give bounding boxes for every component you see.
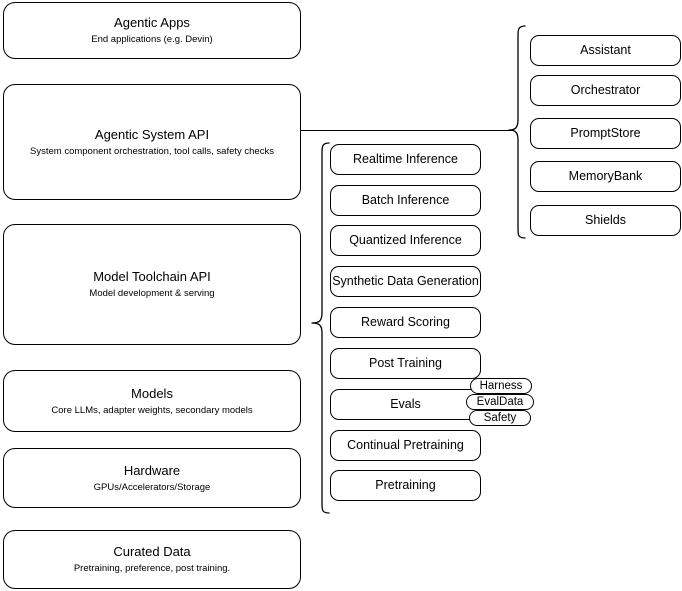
evals-badge-safety[interactable]: Safety [469,410,531,426]
layer-card-models[interactable]: Models Core LLMs, adapter weights, secon… [3,370,301,432]
chip-label: Assistant [580,43,631,57]
capability-continual-pretraining[interactable]: Continual Pretraining [330,430,481,461]
component-orchestrator[interactable]: Orchestrator [530,75,681,106]
layer-title: Agentic System API [94,126,210,142]
capability-realtime-inference[interactable]: Realtime Inference [330,144,481,175]
brace-middle-group [310,141,330,521]
layer-card-curated-data[interactable]: Curated Data Pretraining, preference, po… [3,530,301,589]
connector-line-system-api-to-right [300,130,513,131]
chip-label: Orchestrator [570,83,641,97]
capability-reward-scoring[interactable]: Reward Scoring [330,307,481,338]
chip-label: Batch Inference [361,193,450,207]
capability-quantized-inference[interactable]: Quantized Inference [330,225,481,256]
chip-label: Quantized Inference [349,233,462,247]
chip-label: Shields [585,213,626,227]
layer-title: Models [131,385,173,401]
layer-title: Agentic Apps [114,15,190,30]
capability-batch-inference[interactable]: Batch Inference [330,185,481,216]
component-shields[interactable]: Shields [530,205,681,236]
chip-label: Evals [390,397,421,411]
chip-label: Continual Pretraining [347,438,464,452]
chip-label: PromptStore [570,126,641,140]
layer-subtitle: Model development & serving [89,288,215,299]
badge-label: EvalData [476,396,524,408]
layer-card-agentic-system-api[interactable]: Agentic System API System component orch… [3,84,301,200]
layer-subtitle: End applications (e.g. Devin) [91,34,213,45]
badge-label: Harness [479,380,523,392]
chip-label: Post Training [369,356,442,370]
evals-badge-harness[interactable]: Harness [470,378,532,394]
component-promptstore[interactable]: PromptStore [530,118,681,149]
badge-label: Safety [483,412,517,424]
capability-evals[interactable]: Evals [330,389,481,420]
component-memorybank[interactable]: MemoryBank [530,161,681,192]
layer-subtitle: Core LLMs, adapter weights, secondary mo… [51,404,253,416]
capability-pretraining[interactable]: Pretraining [330,470,481,501]
layer-card-model-toolchain-api[interactable]: Model Toolchain API Model development & … [3,224,301,345]
evals-badge-evaldata[interactable]: EvalData [466,394,534,410]
layer-title: Model Toolchain API [93,269,211,284]
layer-card-agentic-apps[interactable]: Agentic Apps End applications (e.g. Devi… [3,2,301,59]
layer-title: Curated Data [113,544,191,559]
layer-card-hardware[interactable]: Hardware GPUs/Accelerators/Storage [3,448,301,508]
layer-subtitle: GPUs/Accelerators/Storage [93,481,211,493]
layer-subtitle: System component orchestration, tool cal… [30,145,274,157]
chip-label: Synthetic Data Generation [332,274,479,288]
chip-label: MemoryBank [568,169,643,183]
component-assistant[interactable]: Assistant [530,35,681,66]
layer-title: Hardware [123,462,181,478]
layer-subtitle: Pretraining, preference, post training. [73,563,231,574]
chip-label: Realtime Inference [353,152,458,166]
chip-label: Pretraining [375,478,436,492]
chip-label: Reward Scoring [361,315,450,329]
capability-synthetic-data-generation[interactable]: Synthetic Data Generation [330,266,481,297]
capability-post-training[interactable]: Post Training [330,348,481,379]
brace-right-group [508,24,526,244]
